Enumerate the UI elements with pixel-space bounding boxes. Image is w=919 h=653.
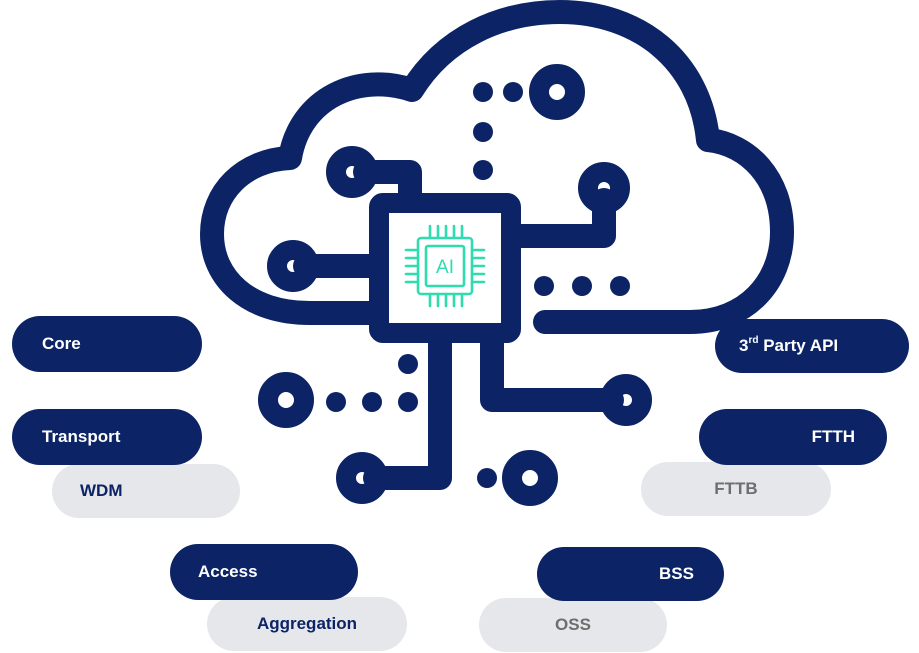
circuit-dot [473,122,493,142]
circuit-trace [363,316,452,490]
circuit-node [502,450,558,506]
pill-third-party-api: 3rd Party API [715,319,909,373]
circuit-trace [480,316,624,412]
pill-transport: Transport [12,409,202,465]
pill-core-label: Core [42,334,81,353]
circuit-dot [473,160,493,180]
chip-label: AI [436,257,454,278]
chip-body [369,193,521,343]
pill-third-party-api-label: 3rd Party API [739,335,839,356]
circuit-node [578,162,630,214]
circuit-dot [477,468,497,488]
pill-wdm-label: WDM [80,481,123,500]
pill-bss: BSS [537,547,724,601]
circuit-node [600,374,652,426]
circuit-node [258,372,314,428]
circuit-dot [398,392,418,412]
circuit-node [326,146,378,198]
third-party-text: Party API [758,336,839,355]
third-party-number: 3 [739,336,749,355]
circuit-dot [326,392,346,412]
pill-oss-label: OSS [555,615,591,634]
pill-oss: OSS [479,598,667,652]
pill-access: Access [170,544,358,600]
circuit-dot [610,276,630,296]
circuit-node [267,240,319,292]
pill-transport-label: Transport [42,427,121,446]
circuit-dot [572,276,592,296]
circuit-node [336,452,388,504]
circuit-node [529,64,585,120]
pill-ftth-label: FTTH [811,427,855,446]
pill-fttb: FTTB [641,462,831,516]
pill-ftth: FTTH [699,409,887,465]
pill-core: Core [12,316,202,372]
third-party-ordinal: rd [748,335,759,346]
pill-aggregation: Aggregation [207,597,407,651]
ai-chip-icon [404,224,486,308]
circuit-dot [503,82,523,102]
circuit-dot [398,354,418,374]
pill-bss-label: BSS [659,564,694,583]
cloud-outline [200,0,794,334]
circuit-dot [534,276,554,296]
pill-access-label: Access [198,562,258,581]
pill-fttb-label: FTTB [714,479,758,498]
pill-wdm: WDM [52,464,240,518]
circuit-dot [362,392,382,412]
circuit-dot [473,82,493,102]
pill-aggregation-label: Aggregation [256,614,358,633]
